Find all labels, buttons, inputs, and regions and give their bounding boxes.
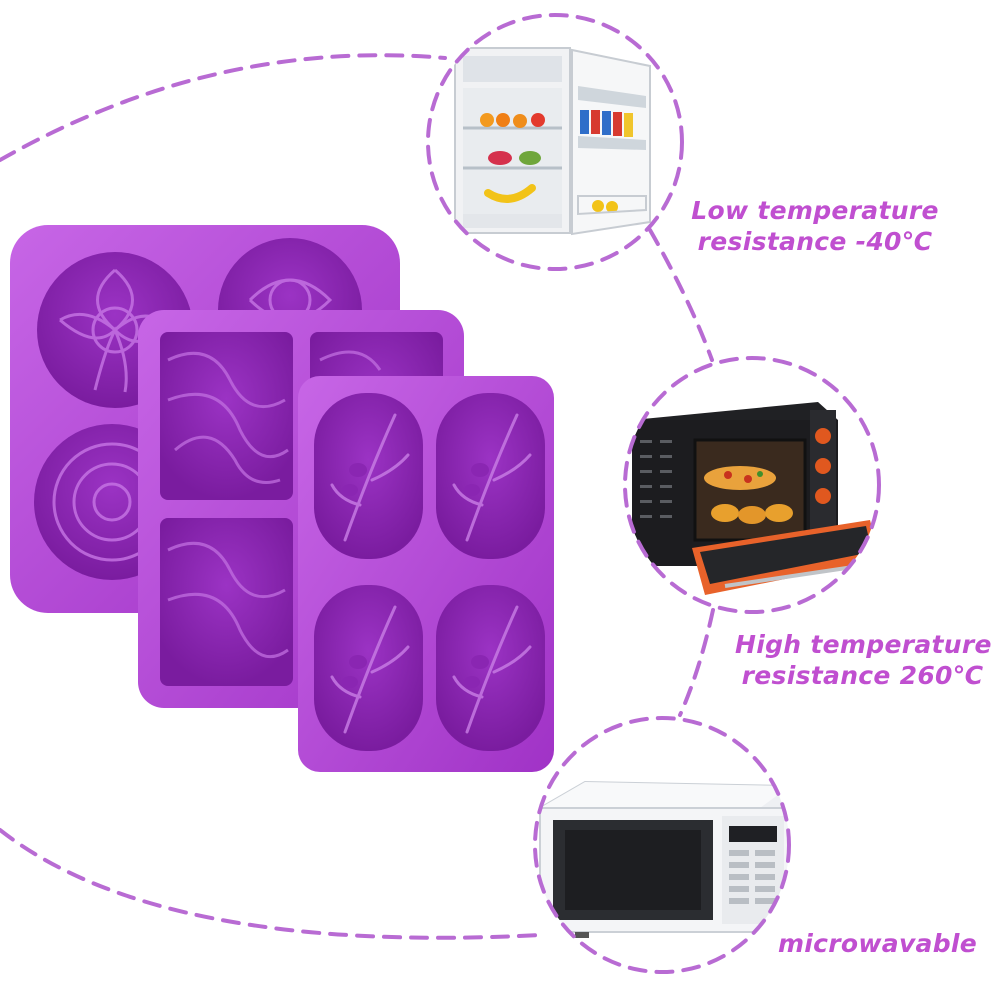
caption-line: microwavable bbox=[777, 929, 978, 958]
refrigerator-icon bbox=[426, 13, 684, 271]
caption-line: resistance -40℃ bbox=[697, 227, 933, 256]
caption-line: High temperature bbox=[735, 630, 992, 659]
oven-icon bbox=[623, 356, 881, 614]
dashed-arc bbox=[0, 53, 542, 940]
low-temperature-caption: Low temperature resistance -40℃ bbox=[690, 195, 940, 257]
caption-line: resistance 260℃ bbox=[741, 661, 984, 690]
microwavable-caption: microwavable bbox=[770, 928, 985, 959]
microwave-icon bbox=[533, 716, 791, 974]
high-temperature-caption: High temperature resistance 260℃ bbox=[735, 629, 992, 691]
caption-line: Low temperature bbox=[691, 196, 939, 225]
olive-oval-mold bbox=[298, 376, 554, 772]
dashed-connector bbox=[678, 608, 715, 717]
